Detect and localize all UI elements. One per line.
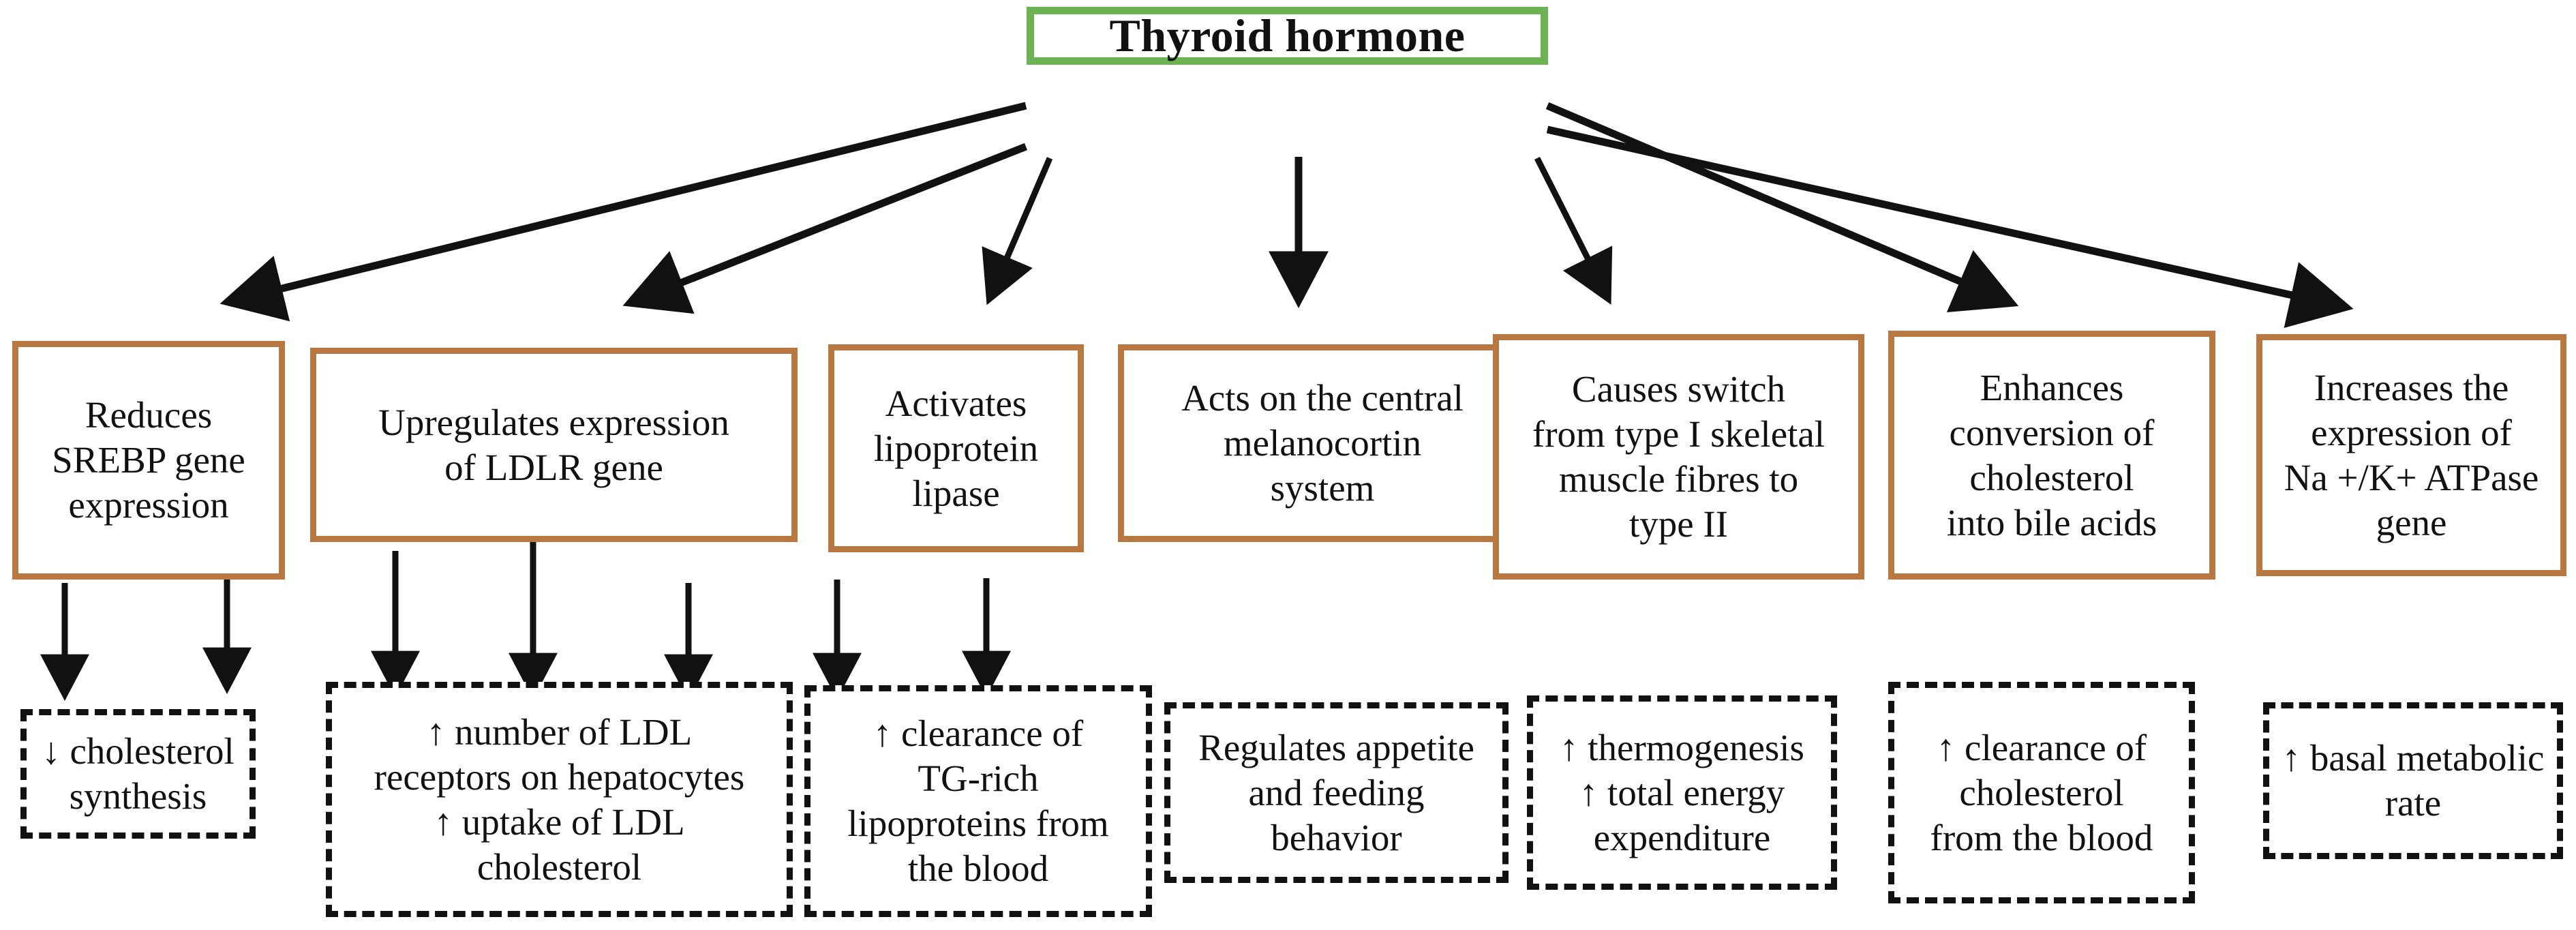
outcome-node-5-label: ↑ thermogenesis ↑ total energy expenditu… [1560,726,1804,858]
branch-node-2[interactable]: Upregulates expression of LDLR gene [310,348,798,542]
branch-node-6[interactable]: Enhances conversion of cholesterol into … [1888,331,2215,580]
outcome-node-5[interactable]: ↑ thermogenesis ↑ total energy expenditu… [1527,695,1837,890]
outcome-node-2[interactable]: ↑ number of LDL receptors on hepatocytes… [326,682,793,917]
branch-node-3[interactable]: Activates lipoprotein lipase [828,344,1084,552]
root-node-label: Thyroid hormone [1109,9,1466,61]
outcome-node-2-label: ↑ number of LDL receptors on hepatocytes… [374,710,745,888]
outcome-node-7-label: ↑ basal metabolic rate [2282,737,2545,824]
edge-root-to-branch-2 [622,142,1028,314]
outcome-node-3-label: ↑ clearance of TG-rich lipoproteins from… [847,712,1109,889]
edge-root-to-branch-3 [982,157,1053,305]
branch-node-5-label: Causes switch from type I skeletal muscl… [1532,368,1825,545]
edge-root-to-branch-1 [219,102,1027,322]
outcome-node-4-label: Regulates appetite and feeding behavior [1198,726,1474,858]
branch-node-3-label: Activates lipoprotein lipase [873,382,1039,514]
outcome-node-1[interactable]: ↓ cholesterol synthesis [20,709,256,839]
branch-node-1[interactable]: Reduces SREBP gene expression [12,341,285,580]
branch-node-5[interactable]: Causes switch from type I skeletal muscl… [1493,334,1864,580]
outcome-node-4[interactable]: Regulates appetite and feeding behavior [1164,702,1509,883]
outcome-node-7[interactable]: ↑ basal metabolic rate [2263,702,2563,859]
edge-root-to-branch-7 [1546,125,2354,329]
outcome-node-3[interactable]: ↑ clearance of TG-rich lipoproteins from… [804,685,1152,917]
edge-root-to-branch-5 [1534,156,1613,305]
branch-node-7[interactable]: Increases the expression of Na +/K+ ATPa… [2256,334,2566,576]
outcome-node-6-label: ↑ clearance of cholesterol from the bloo… [1930,726,2153,858]
branch-node-2-label: Upregulates expression of LDLR gene [378,401,729,488]
root-node-thyroid-hormone[interactable]: Thyroid hormone [1027,7,1548,65]
edge-root-to-branch-6 [1545,102,2019,312]
outcome-node-6[interactable]: ↑ clearance of cholesterol from the bloo… [1888,682,2195,903]
branch-node-4[interactable]: Acts on the central melanocortin system [1118,344,1527,542]
outcome-node-1-label: ↓ cholesterol synthesis [42,730,234,817]
branch-node-1-label: Reduces SREBP gene expression [52,394,245,526]
branch-node-4-label: Acts on the central melanocortin system [1181,377,1464,509]
branch-node-7-label: Increases the expression of Na +/K+ ATPa… [2284,366,2539,543]
branch-node-6-label: Enhances conversion of cholesterol into … [1946,366,2157,543]
